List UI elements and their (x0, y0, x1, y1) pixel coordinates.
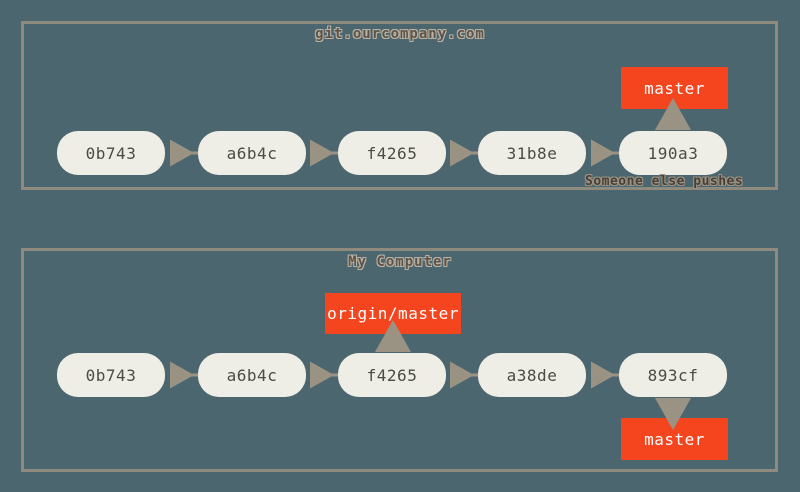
commit-node-remote-31b8e[interactable]: 31b8e (478, 131, 586, 175)
commit-node-local-a6b4c[interactable]: a6b4c (198, 353, 306, 397)
commit-node-remote-0b743[interactable]: 0b743 (57, 131, 165, 175)
panel-local (21, 248, 778, 472)
annotation-someone-else-pushes: Someone else pushes (585, 174, 744, 189)
commit-node-local-0b743[interactable]: 0b743 (57, 353, 165, 397)
branch-label-remote-master[interactable]: master (621, 67, 728, 109)
panel-remote (21, 21, 778, 190)
branch-label-local-origin-master[interactable]: origin/master (325, 293, 461, 334)
panel-local-title: My Computer (348, 254, 452, 270)
commit-node-remote-190a3[interactable]: 190a3 (619, 131, 727, 175)
commit-node-local-893cf[interactable]: 893cf (619, 353, 727, 397)
branch-label-local-master[interactable]: master (621, 418, 728, 460)
commit-node-remote-a6b4c[interactable]: a6b4c (198, 131, 306, 175)
commit-node-local-a38de[interactable]: a38de (478, 353, 586, 397)
panel-remote-title: git.ourcompany.com (315, 26, 485, 42)
commit-node-local-f4265[interactable]: f4265 (338, 353, 446, 397)
commit-node-remote-f4265[interactable]: f4265 (338, 131, 446, 175)
